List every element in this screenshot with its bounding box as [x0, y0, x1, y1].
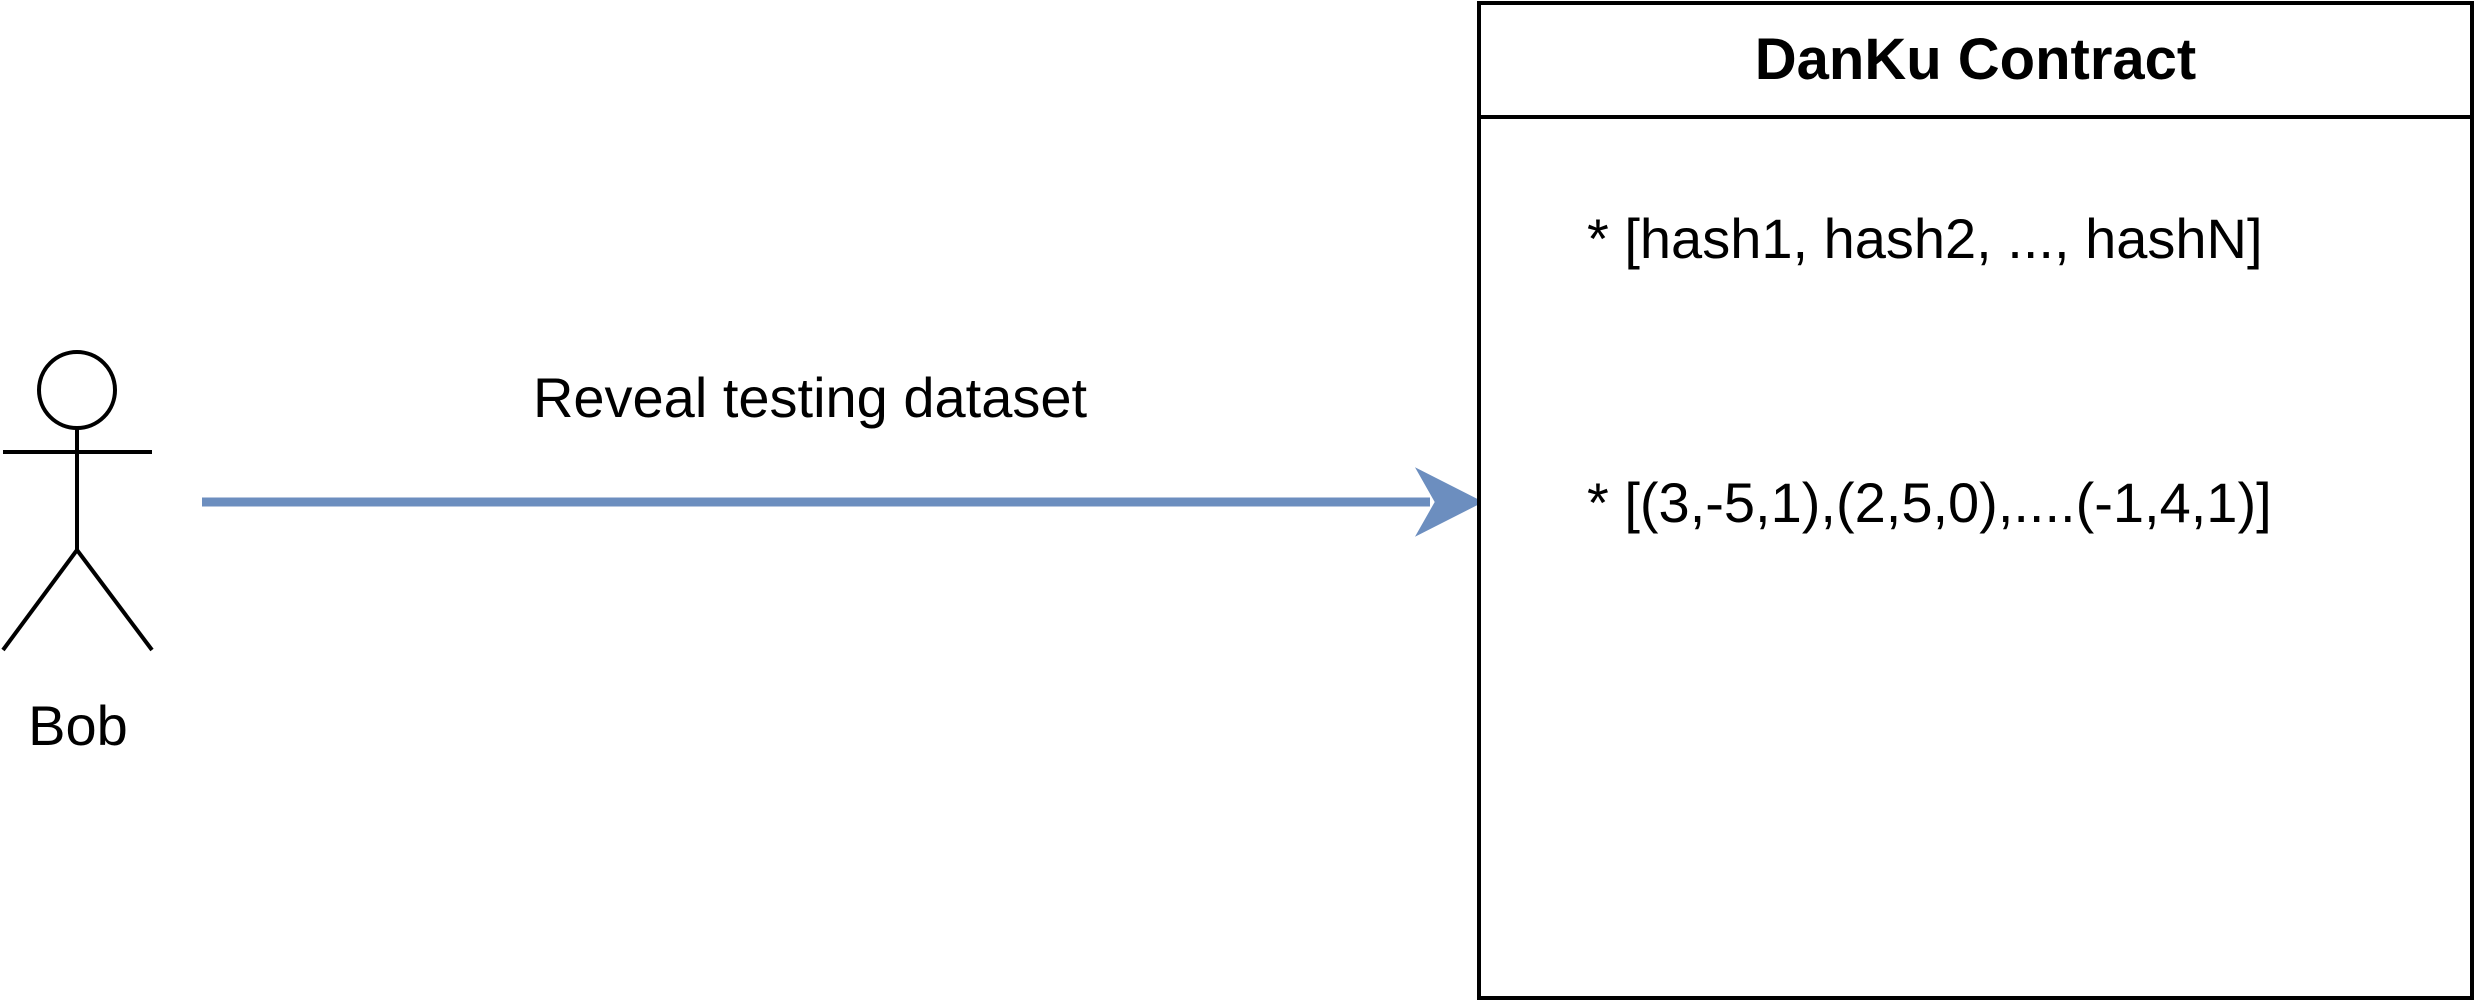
contract-title: DanKu Contract — [1754, 27, 2197, 92]
edge-label: Reveal testing dataset — [532, 366, 1088, 429]
arrow-head-icon — [1414, 467, 1484, 537]
actor-icon — [1, 350, 154, 652]
actor-right-leg — [75, 548, 154, 652]
actor-head — [37, 350, 117, 430]
actor-label: Bob — [28, 694, 128, 757]
contract-header: DanKu Contract — [1481, 5, 2470, 119]
actor-left-leg — [1, 548, 79, 652]
contract-box: DanKu Contract * [hash1, hash2, ..., has… — [1477, 1, 2474, 1000]
contract-item-hashes: * [hash1, hash2, ..., hashN] — [1587, 207, 2263, 270]
contract-item-dataset: * [(3,-5,1),(2,5,0),....(-1,4,1)] — [1587, 471, 2272, 534]
